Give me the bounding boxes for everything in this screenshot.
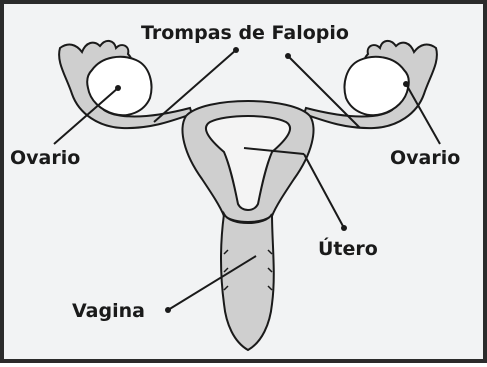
label-ovary-right: Ovario (390, 149, 460, 168)
label-uterus: Útero (318, 240, 378, 259)
leader-tube-right-dot (285, 53, 291, 59)
leader-uterus-dot (341, 225, 347, 231)
leader-ovary-right-dot (403, 81, 409, 87)
vagina-canal (221, 214, 274, 350)
label-vagina: Vagina (72, 302, 145, 321)
label-fallopian-tubes: Trompas de Falopio (141, 24, 349, 43)
leader-ovary-left-dot (115, 85, 121, 91)
label-ovary-left: Ovario (10, 149, 80, 168)
leader-vagina-dot (165, 307, 171, 313)
leader-tube-left-dot (233, 47, 239, 53)
leader-uterus-2 (304, 154, 344, 228)
